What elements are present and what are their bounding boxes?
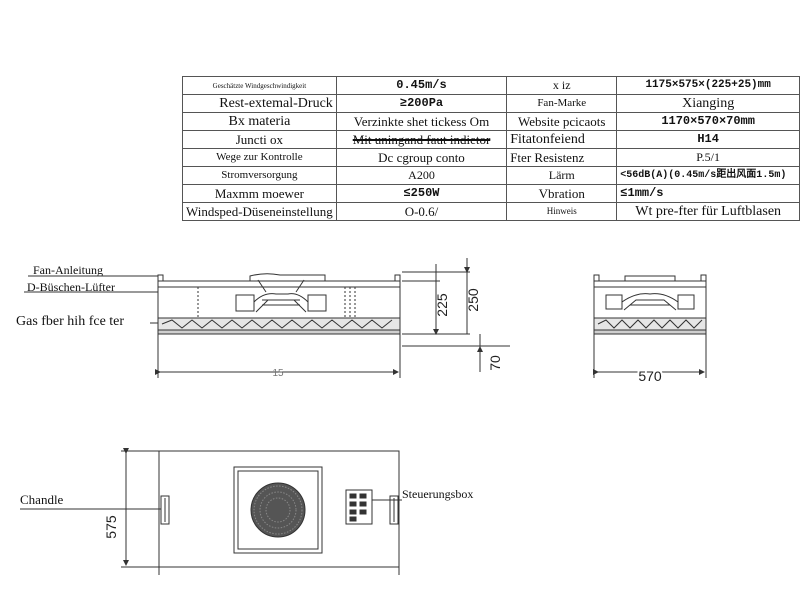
spec-label: Maxmm moewer (182, 184, 337, 203)
label-control-box: Steuerungsbox (402, 487, 474, 501)
spec-value: Verzinkte shet tickess Om (335, 112, 508, 131)
spec-label: Website pcicaots (506, 112, 618, 131)
dim-width: 15 (272, 368, 284, 379)
spec-label: Windsped-Düseneinstellung (182, 202, 337, 221)
spec-label: Bx materia (182, 112, 337, 131)
table-row: Windsped-Düseneinstellung O-0.6/ Hinweis… (182, 202, 800, 221)
spec-label-text: Windsped-Düseneinstellung (186, 204, 333, 219)
dim-70: 70 (487, 355, 503, 371)
label-handle: Chandle (20, 492, 64, 507)
side-view (155, 258, 510, 378)
dim-225: 225 (434, 293, 450, 317)
spec-value: Wt pre-fter für Luftblasen (616, 202, 800, 221)
side-view-leaders (24, 275, 158, 324)
end-view (593, 274, 707, 378)
top-view-control-box (345, 489, 373, 525)
spec-label: Hinweis (506, 202, 618, 221)
top-view-handle (160, 495, 170, 525)
top-view (20, 448, 402, 575)
label-fan-guide: Fan-Anleitung (33, 263, 103, 277)
dim-575: 575 (103, 515, 119, 539)
label-filter: Gas fber hih fce ter (16, 314, 125, 329)
spec-value: O-0.6/ (335, 202, 508, 221)
spec-table: Geschätzte Windgeschwindigkeit 0.45m/s x… (182, 76, 800, 221)
table-row: Stromversorgung A200 Lärm <56dB(A)(0.45m… (182, 166, 800, 185)
dim-570: 570 (638, 368, 662, 384)
label-nozzle-fan: D-Büschen-Lüfter (27, 280, 115, 294)
spec-value: Dc cgroup conto (335, 148, 508, 167)
side-view-filter (157, 317, 401, 331)
side-fan-motor (235, 279, 327, 313)
top-view-handle-right (389, 495, 399, 525)
top-view-fan-grille (250, 482, 306, 538)
table-row: Bx materia Verzinkte shet tickess Om Web… (182, 112, 800, 131)
dim-250: 250 (465, 288, 481, 312)
spec-value: 1170×570×70mm (616, 112, 800, 131)
spec-label-text: Rest-extemal-Druck (219, 96, 333, 111)
top-view-fan-housing (233, 466, 323, 554)
spec-label: Wege zur Kontrolle (182, 148, 337, 167)
